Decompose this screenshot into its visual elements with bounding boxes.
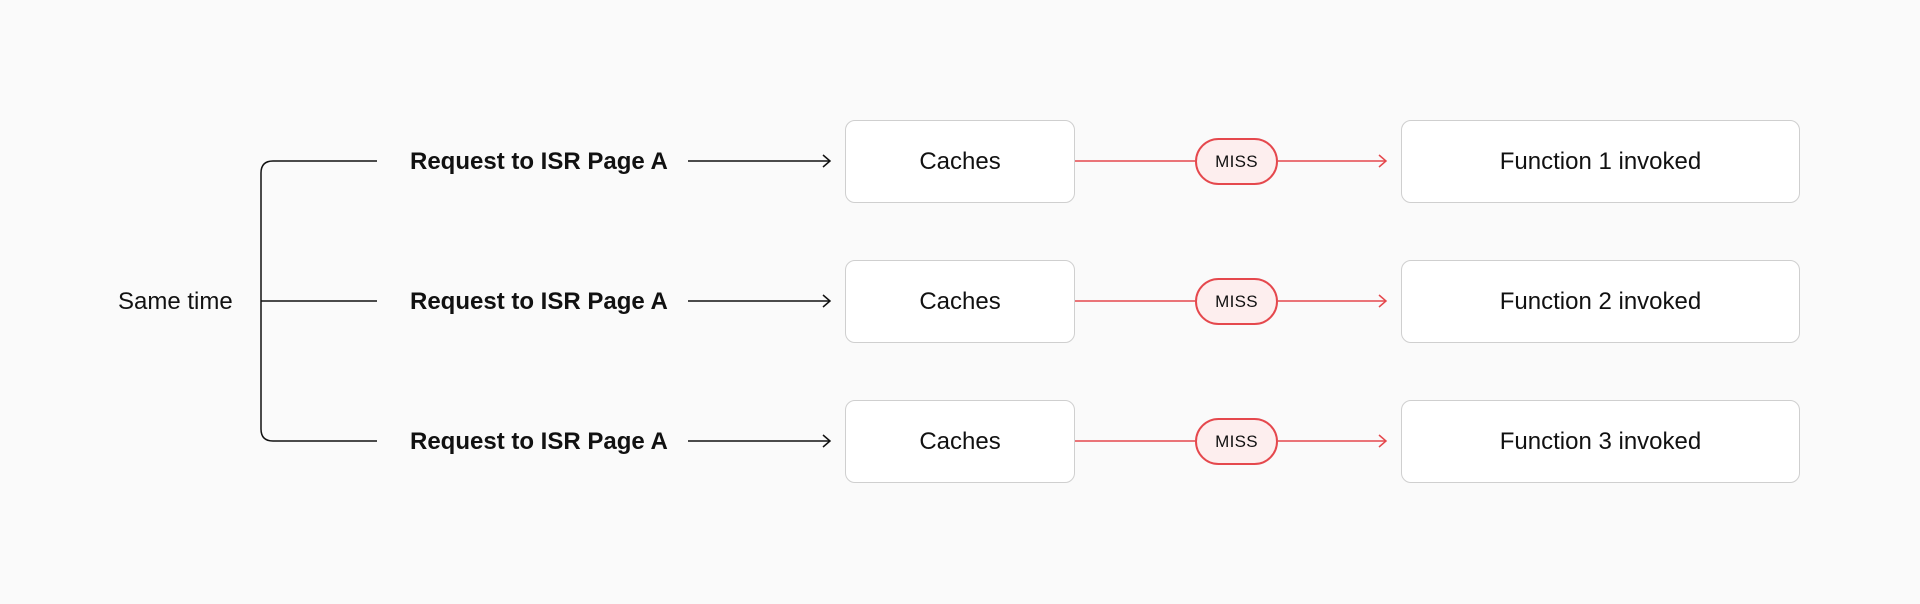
miss-connector-1 — [1075, 154, 1388, 168]
function-box-1: Function 1 invoked — [1401, 120, 1800, 203]
request-arrow-1 — [688, 154, 832, 168]
request-label-3: Request to ISR Page A — [410, 428, 668, 455]
cache-box-2: Caches — [845, 260, 1075, 343]
function-box-2: Function 2 invoked — [1401, 260, 1800, 343]
request-arrow-2 — [688, 294, 832, 308]
miss-connector-2 — [1075, 294, 1388, 308]
request-arrow-3 — [688, 434, 832, 448]
function-box-3: Function 3 invoked — [1401, 400, 1800, 483]
same-time-label: Same time — [118, 288, 233, 315]
miss-badge-3: MISS — [1195, 418, 1278, 465]
bracket-connector — [260, 160, 377, 442]
cache-box-3: Caches — [845, 400, 1075, 483]
miss-badge-2: MISS — [1195, 278, 1278, 325]
request-label-2: Request to ISR Page A — [410, 288, 668, 315]
request-label-1: Request to ISR Page A — [410, 148, 668, 175]
miss-badge-1: MISS — [1195, 138, 1278, 185]
cache-box-1: Caches — [845, 120, 1075, 203]
miss-connector-3 — [1075, 434, 1388, 448]
